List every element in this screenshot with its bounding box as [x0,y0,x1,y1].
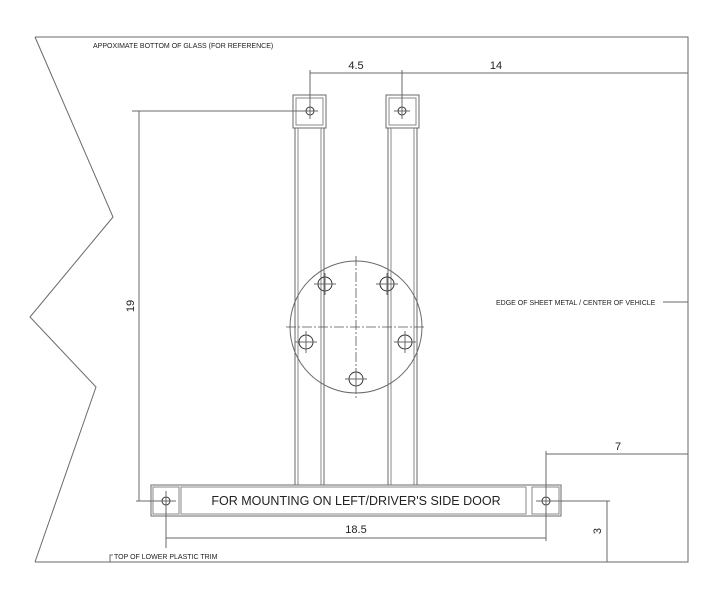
bottom-bar [136,451,610,548]
dim-7: 7 [615,441,621,453]
dim-18-5: 18.5 [345,524,366,536]
sheet-metal-note: EDGE OF SHEET METAL / CENTER OF VEHICLE [496,300,656,307]
door-outline [29,36,689,563]
dimension-bottom-to-edge: 7 [546,441,688,455]
dim-3: 3 [592,528,604,534]
dimension-vertical: 19 [125,110,302,501]
mounting-plate [286,256,426,398]
trim-note: TOP OF LOWER PLASTIC TRIM [114,554,218,561]
dim-19: 19 [125,300,137,312]
bolt-hole [345,368,367,390]
bolt-hole [295,331,317,353]
bolt-hole [314,273,336,295]
glass-note: APPOXIMATE BOTTOM OF GLASS (FOR REFERENC… [93,43,273,50]
dim-4-5: 4.5 [348,60,363,72]
dimension-top-to-edge: 14 [402,60,688,74]
dimension-bottom-to-trim: 3 [592,501,608,562]
trim-leader [109,554,113,562]
dim-14: 14 [490,60,502,72]
bolt-hole [376,273,398,295]
dimension-bottom-spacing: 18.5 [166,524,546,539]
mounting-note: FOR MOUNTING ON LEFT/DRIVER'S SIDE DOOR [211,494,500,508]
dimension-top-spacing: 4.5 [309,60,403,111]
bolt-hole [394,331,416,353]
